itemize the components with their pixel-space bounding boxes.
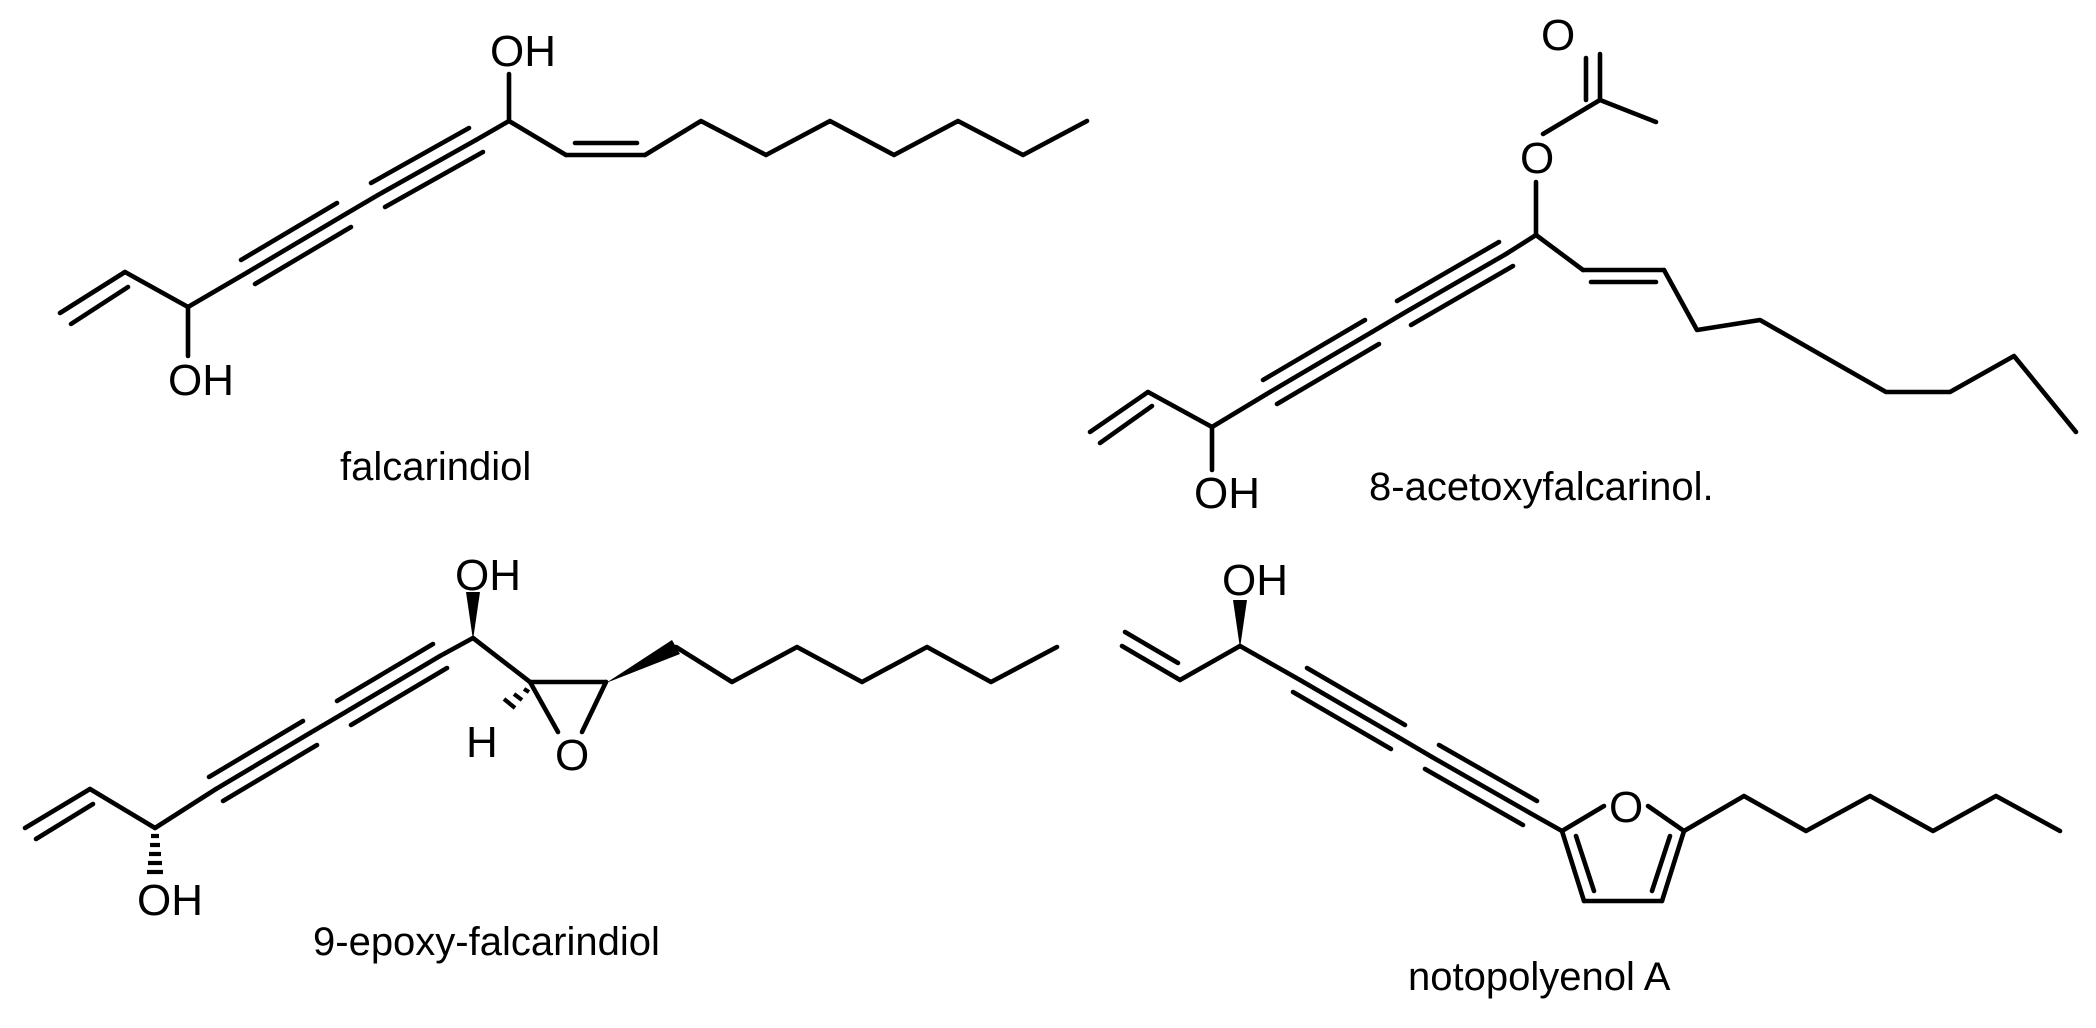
epoxy-falcarindiol-o-epoxide: O bbox=[555, 731, 589, 780]
notopolyenol-caption: notopolyenol A bbox=[1408, 955, 1671, 999]
falcarindiol-oh-bottom: OH bbox=[168, 356, 234, 405]
notopolyenol-bonds bbox=[1119, 600, 2063, 904]
epoxy-falcarindiol-h: H bbox=[466, 718, 498, 767]
notopolyenol-o-furan: O bbox=[1609, 783, 1643, 832]
epoxy-falcarindiol-oh-top: OH bbox=[455, 551, 521, 600]
epoxy-hashed-bond-oh bbox=[147, 833, 163, 875]
falcarindiol-bonds bbox=[57, 71, 1090, 359]
epoxy-falcarindiol-oh-bottom: OH bbox=[137, 876, 203, 925]
molecule-8-acetoxyfalcarinol: O O OH 8-acetoxyfalcarinol. bbox=[1087, 11, 2079, 518]
epoxy-falcarindiol-bonds bbox=[22, 592, 1060, 875]
molecule-notopolyenol-a: OH O notopolyenol A bbox=[1119, 556, 2063, 999]
acetoxyfalcarinol-caption: 8-acetoxyfalcarinol. bbox=[1369, 465, 1714, 509]
falcarindiol-caption: falcarindiol bbox=[340, 445, 531, 489]
notopolyenol-oh-top: OH bbox=[1222, 556, 1288, 605]
molecule-9-epoxy-falcarindiol: OH H O OH 9-epoxy-falcarindiol bbox=[22, 551, 1060, 964]
acetoxyfalcarinol-bonds bbox=[1087, 51, 2079, 473]
acetoxyfalcarinol-o-carbonyl: O bbox=[1541, 11, 1575, 60]
epoxy-wedge-bond-chain bbox=[606, 640, 680, 683]
falcarindiol-oh-top: OH bbox=[490, 27, 556, 76]
notopolyenol-wedge-bond-oh bbox=[1233, 600, 1247, 648]
molecule-falcarindiol: OH OH falcarindiol bbox=[57, 27, 1090, 489]
epoxy-hashed-bond-h bbox=[502, 687, 531, 710]
epoxy-wedge-bond-oh bbox=[466, 592, 480, 640]
acetoxyfalcarinol-oh-bottom: OH bbox=[1194, 469, 1260, 518]
epoxy-falcarindiol-caption: 9-epoxy-falcarindiol bbox=[313, 920, 660, 964]
acetoxyfalcarinol-o-ester: O bbox=[1520, 134, 1554, 183]
